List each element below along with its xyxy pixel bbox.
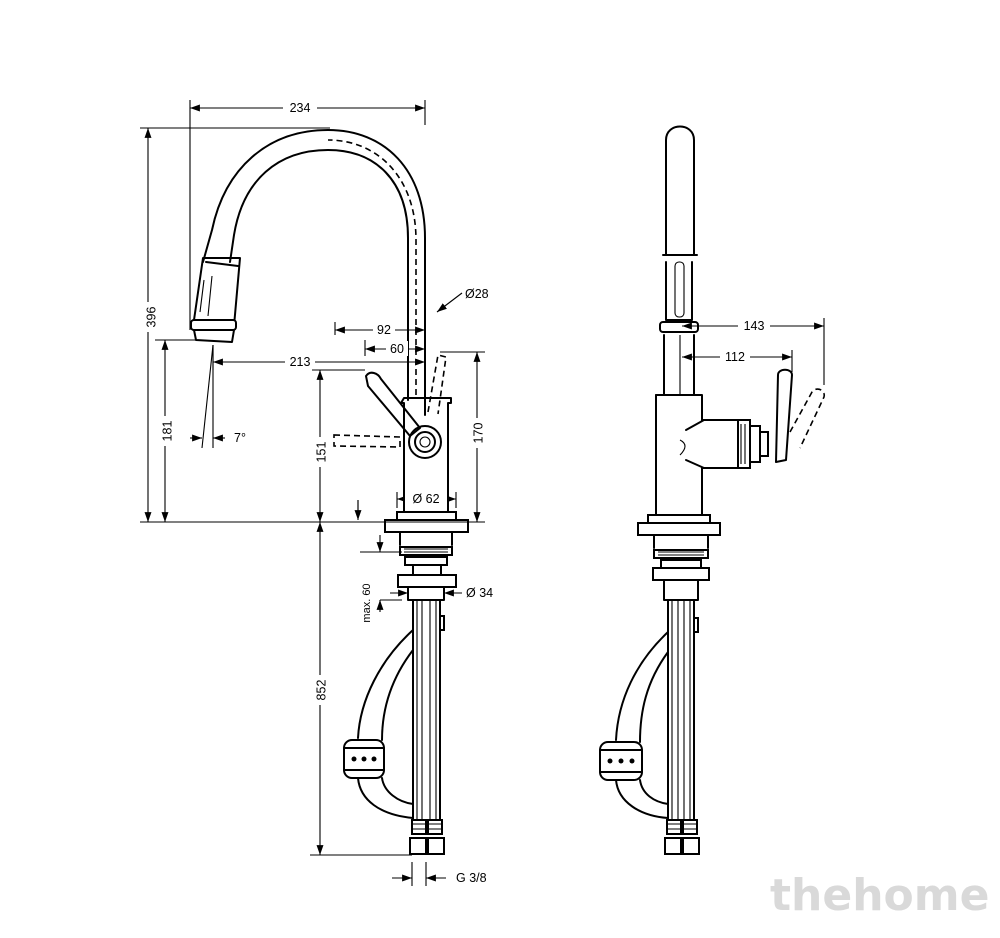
spout-outer — [202, 129, 426, 416]
front-dimensions: 234 396 181 7° 213 92 60 — [140, 99, 493, 886]
dim-396: 396 — [144, 307, 158, 328]
dim-g38: G 3/8 — [456, 871, 487, 885]
dim-143: 143 — [744, 319, 765, 333]
dim-151: 151 — [314, 442, 328, 463]
dim-7deg: 7° — [234, 431, 246, 445]
dim-170: 170 — [471, 423, 485, 444]
dim-852: 852 — [314, 680, 328, 701]
dim-213: 213 — [290, 355, 311, 369]
spray-head — [190, 257, 241, 343]
faucet-body — [384, 397, 469, 533]
watermark-logo: thehome — [770, 870, 989, 921]
dim-d28: Ø28 — [465, 287, 489, 301]
mount-assembly — [343, 531, 457, 855]
dim-max60: max. 60 — [361, 583, 373, 622]
dim-181: 181 — [160, 421, 174, 442]
dim-d34: Ø 34 — [466, 586, 493, 600]
dim-60: 60 — [390, 342, 404, 356]
side-view: 143 112 — [599, 125, 826, 855]
spout-inner — [229, 149, 409, 401]
dim-d62: Ø 62 — [412, 492, 439, 506]
dim-112: 112 — [725, 350, 745, 364]
front-view: 234 396 181 7° 213 92 60 — [140, 99, 493, 886]
side-dimensions: 143 112 — [682, 318, 825, 385]
spout-dashed-hose — [327, 139, 417, 395]
dim-92: 92 — [377, 323, 391, 337]
lever-handle — [333, 354, 447, 448]
dim-234: 234 — [290, 101, 311, 115]
side-spout — [665, 125, 695, 256]
